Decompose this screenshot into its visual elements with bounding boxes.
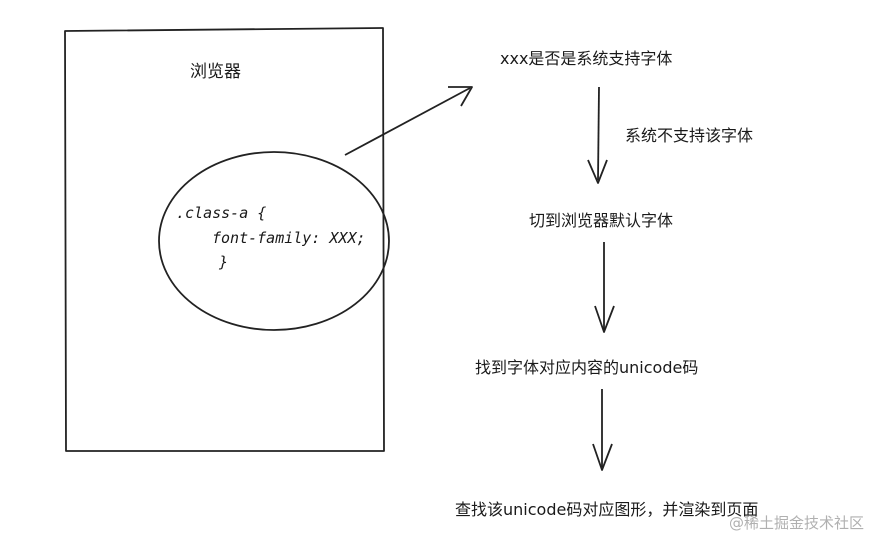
step-1: xxx是否是系统支持字体	[500, 49, 673, 68]
step-2: 切到浏览器默认字体	[529, 211, 674, 230]
browser-box	[64, 27, 385, 452]
code-ellipse	[158, 151, 390, 331]
watermark: @稀土掘金技术社区	[728, 514, 864, 532]
arrow-step-1-2	[597, 86, 600, 181]
code-line-1: .class-a {	[176, 204, 267, 222]
step-4: 查找该unicode码对应图形，并渲染到页面	[455, 500, 759, 519]
code-line-3: }	[219, 253, 229, 271]
code-line-2: font-family: XXX;	[212, 229, 366, 247]
edge-label: 系统不支持该字体	[625, 126, 754, 145]
arrow-to-step-1	[344, 87, 471, 156]
step-3: 找到字体对应内容的unicode码	[475, 358, 699, 377]
browser-label: 浏览器	[190, 62, 241, 82]
